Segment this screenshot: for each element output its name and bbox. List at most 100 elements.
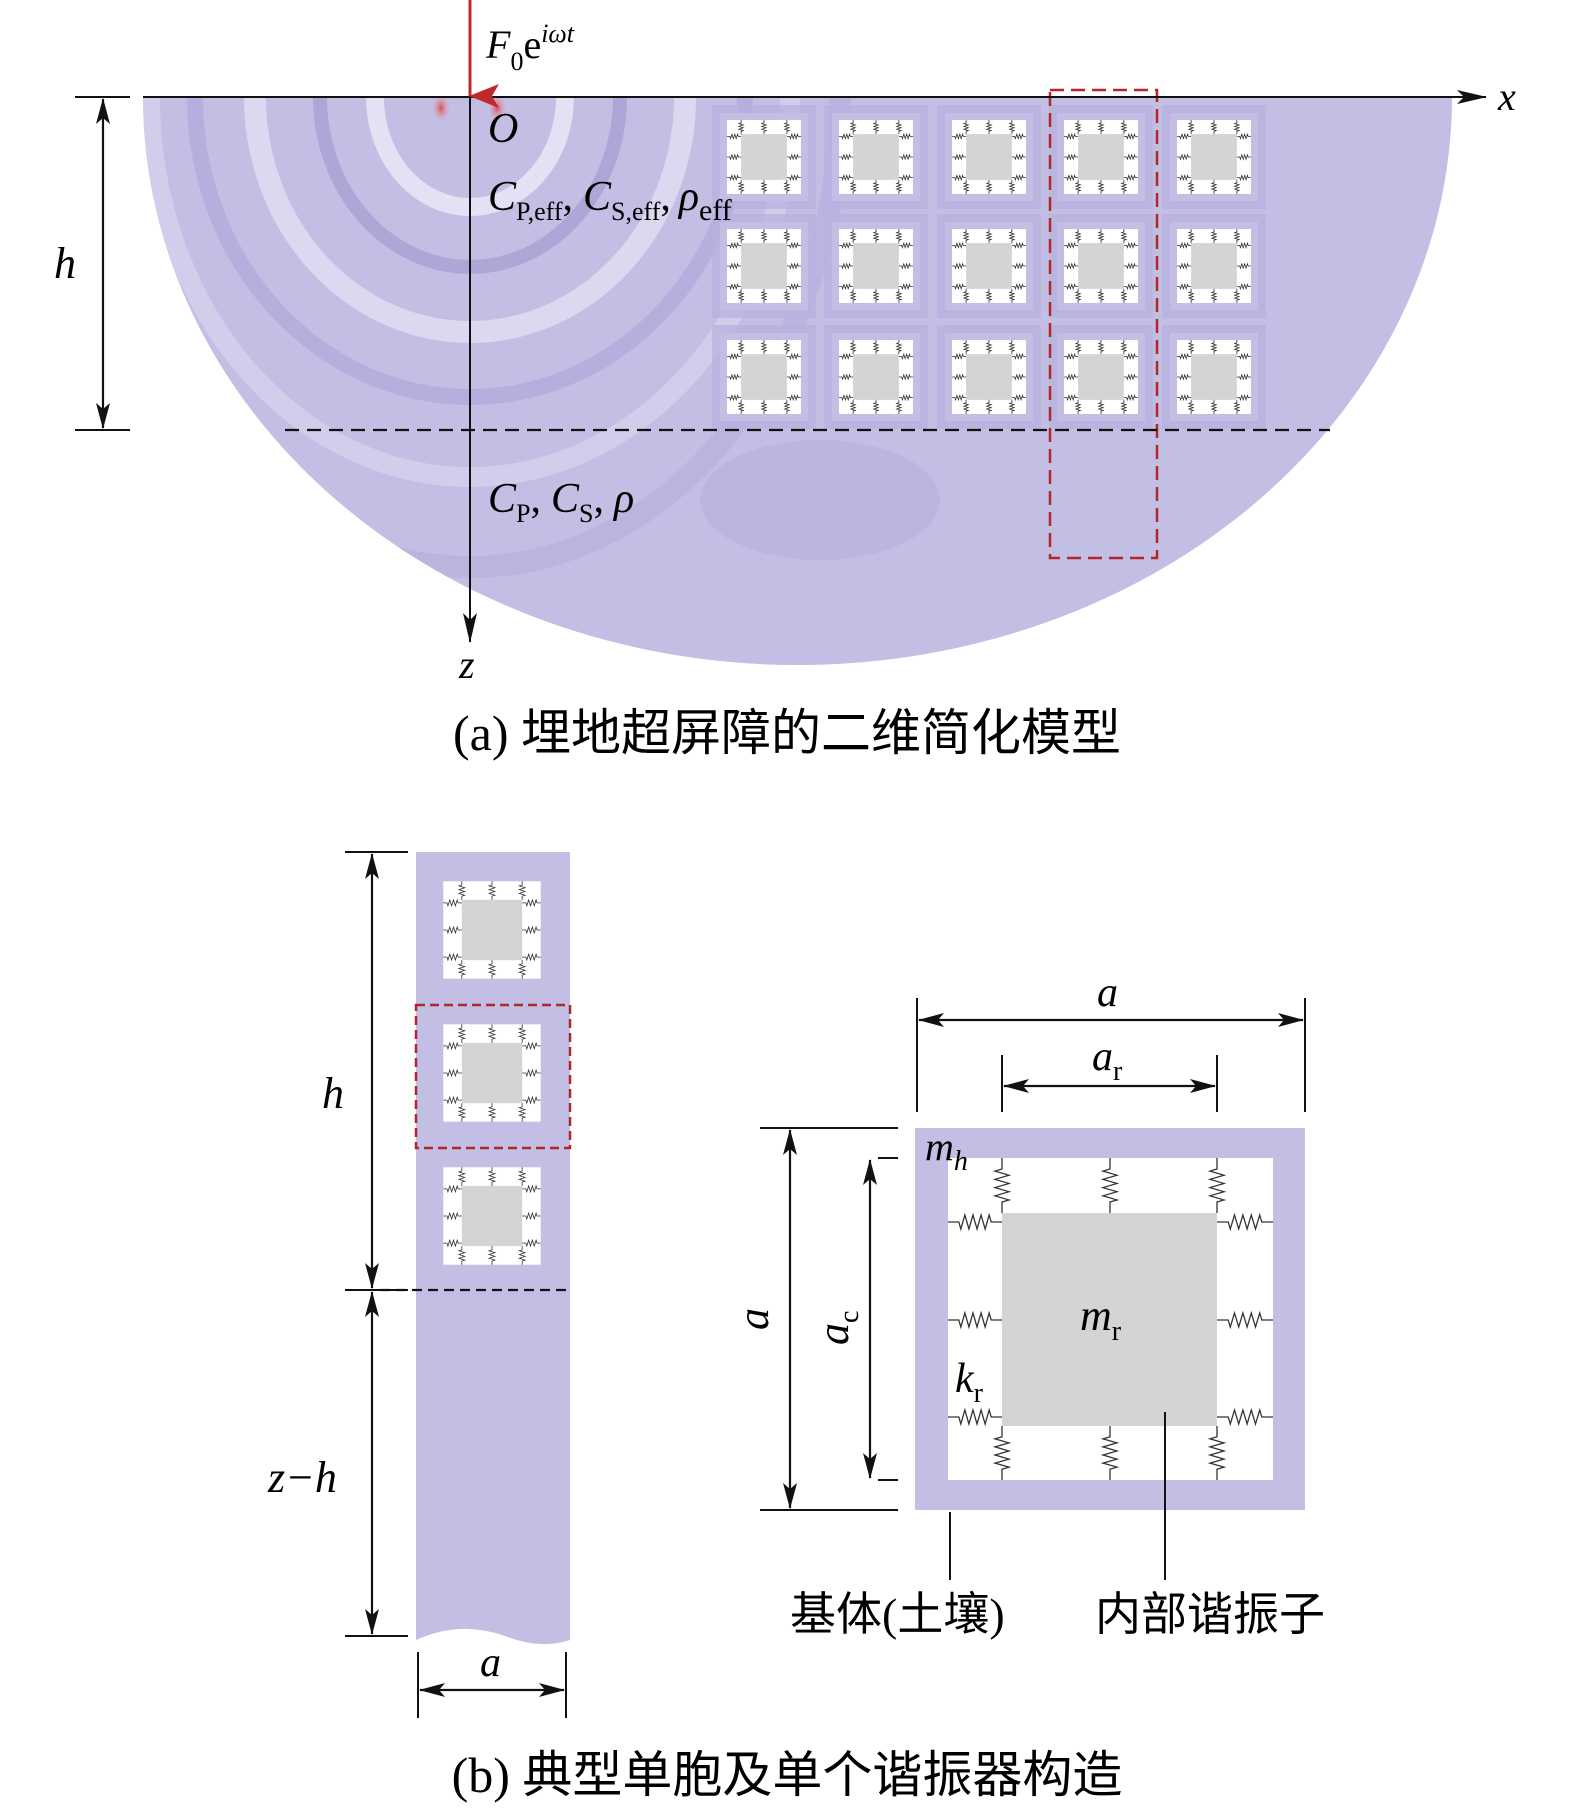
spring [898,262,913,270]
spring [1217,1212,1273,1232]
spring [760,229,768,244]
resonator-grid [712,105,1266,429]
spring [839,394,854,402]
spring [872,399,880,414]
spring [962,179,970,194]
spring [1177,241,1192,249]
spring [849,340,857,355]
spring [517,1246,527,1265]
spring [727,394,742,402]
matrix-soil-label: 基体(土壤) [790,1589,1005,1640]
kr-label: kr [955,1356,984,1409]
spring [872,179,880,194]
spring [517,1024,527,1043]
spring [786,352,801,360]
spring [760,120,768,135]
cell-mass [1078,134,1124,180]
spring [895,399,903,414]
spring [1074,179,1082,194]
cell-mass [1078,354,1124,400]
spring [952,352,967,360]
spring [1120,288,1128,303]
spring [1011,174,1026,182]
spring [443,1068,462,1078]
spring [1210,120,1218,135]
spring [1123,283,1138,291]
resonator-cell [937,325,1041,429]
resonator-cell [434,1015,550,1131]
spring [985,399,993,414]
spring [1008,179,1016,194]
spring [1177,283,1192,291]
spring [457,1246,467,1265]
spring [1064,132,1079,140]
spring [895,179,903,194]
spring [1008,288,1016,303]
spring [1233,288,1241,303]
spring [457,960,467,979]
spring [898,174,913,182]
x-axis-label: x [1497,74,1516,119]
spring [895,288,903,303]
ar-label: ar [1092,1034,1123,1087]
spring [952,153,967,161]
spring [786,132,801,140]
spring [1217,1310,1273,1330]
spring [1177,373,1192,381]
spring [1097,399,1105,414]
spring [1011,373,1026,381]
spring [962,340,970,355]
spring [522,1238,541,1248]
spring [1120,179,1128,194]
resonator-cell [824,105,928,209]
force-label: F0eiωt [485,19,575,76]
spring [1210,399,1218,414]
spring [1236,373,1251,381]
single-cell-highlight [414,1003,572,1150]
resonator-cell [712,105,816,209]
spring [1187,179,1195,194]
cell-mass [741,243,787,289]
spring [1207,1426,1227,1480]
origin-label: O [488,106,518,152]
spring [737,288,745,303]
cell-mass [853,134,899,180]
spring [457,1024,467,1043]
cell-mass [741,354,787,400]
spring [985,179,993,194]
spring [1064,373,1079,381]
spring [760,399,768,414]
spring [985,288,993,303]
spring [1011,352,1026,360]
cell-mass [1078,243,1124,289]
spring [727,241,742,249]
spring [1064,352,1079,360]
spring [786,241,801,249]
spring [443,1184,462,1194]
cell-mass [1191,243,1237,289]
spring [1123,153,1138,161]
spring [1064,241,1079,249]
resonator-cell [824,325,928,429]
cell-mass [741,134,787,180]
spring [849,179,857,194]
h-label-b: h [322,1069,344,1118]
spring [1011,262,1026,270]
spring [517,881,527,900]
spring [898,241,913,249]
spring [872,340,880,355]
resonator-cell [1049,325,1153,429]
spring [1177,153,1192,161]
spring [948,1310,1002,1330]
resonator-cell [937,214,1041,318]
resonator-cell [712,214,816,318]
spring [737,120,745,135]
cell-mass [853,243,899,289]
spring [737,179,745,194]
spring [1177,262,1192,270]
spring [522,925,541,935]
spring [962,229,970,244]
spring [1011,283,1026,291]
spring [1236,394,1251,402]
spring [1177,174,1192,182]
